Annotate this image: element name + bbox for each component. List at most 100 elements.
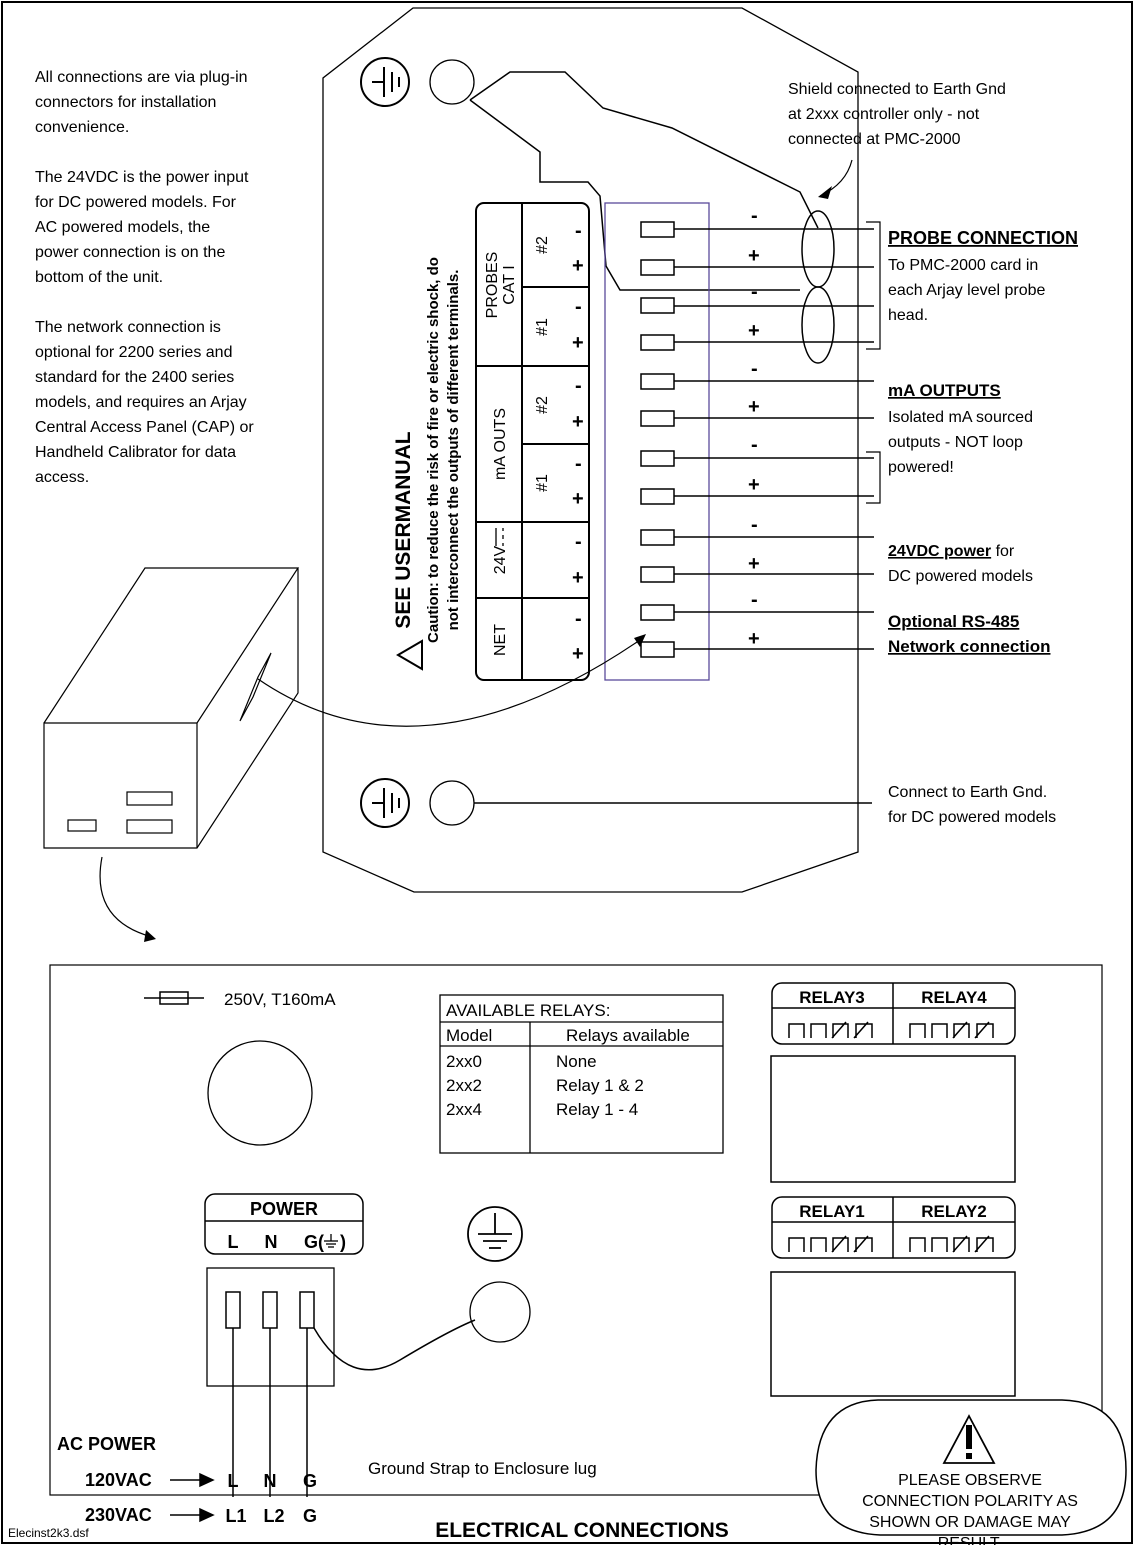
fuse-label: 250V, T160mA: [224, 990, 336, 1009]
earth-lug-bottom: [429, 780, 475, 826]
minus-sign: -: [751, 281, 758, 303]
ac-terminal: G: [303, 1506, 317, 1526]
net-label: NET: [492, 624, 509, 656]
relay-label: RELAY4: [921, 988, 987, 1007]
probes-label: PROBES: [484, 252, 501, 319]
warning-text: PLEASE OBSERVE: [898, 1472, 1042, 1489]
knockout-hole: [207, 1040, 313, 1146]
probes-label: CAT I: [501, 265, 518, 304]
bottom-panel: [49, 964, 1103, 1496]
intro-line: connectors for installation: [35, 94, 216, 111]
warning-text: RESULT.: [938, 1535, 1003, 1545]
plus-sign: +: [748, 245, 760, 267]
rs485-title: Optional RS-485: [888, 612, 1019, 631]
ac-terminal: G: [303, 1471, 317, 1491]
see-manual-text: SEE USERMANUAL: [392, 431, 415, 628]
shield-note: at 2xxx controller only - not: [788, 106, 980, 123]
plus-sign: +: [572, 332, 584, 354]
earth-lug-top: [429, 59, 475, 105]
dc-power-label: 24VDC power for: [888, 543, 1015, 560]
v24-label: 24V: [492, 545, 509, 574]
fuse-icon: [144, 991, 204, 1005]
power-n: N: [265, 1232, 278, 1252]
relays-table-cell: 2xx4: [446, 1100, 482, 1119]
relay-label: RELAY2: [921, 1202, 987, 1221]
ac-terminal: L1: [225, 1506, 246, 1526]
intro-line: All connections are via plug-in: [35, 69, 248, 86]
ma-outs-label: mA OUTS: [492, 408, 509, 480]
power-g-close: ): [340, 1232, 346, 1252]
warning-text: SHOWN OR DAMAGE MAY: [869, 1514, 1071, 1531]
intro-line: Central Access Panel (CAP) or: [35, 419, 254, 436]
intro-line: standard for the 2400 series: [35, 369, 234, 386]
relay-label: RELAY1: [799, 1202, 865, 1221]
warning-triangle-icon: [942, 1414, 996, 1464]
intro-line: The 24VDC is the power input: [35, 169, 249, 186]
enclosure-lug: [469, 1281, 531, 1343]
connector-strip: [604, 202, 710, 681]
minus-sign: -: [575, 453, 582, 475]
plus-sign: +: [748, 396, 760, 418]
curved-arrow: [257, 639, 641, 727]
minus-sign: -: [751, 514, 758, 536]
enclosure-plate: [322, 7, 859, 893]
probe-desc: head.: [888, 307, 928, 324]
plus-sign: +: [748, 474, 760, 496]
dc-power-suffix: for: [991, 543, 1015, 560]
relay-contact-icon: [909, 1021, 994, 1039]
minus-sign: -: [575, 220, 582, 242]
relays-table-cell: Relay 1 & 2: [556, 1076, 644, 1095]
shield-ellipse: [801, 286, 835, 364]
terminal-label-block: [475, 202, 590, 681]
relays-table-header: Model: [446, 1026, 492, 1045]
minus-sign: -: [751, 434, 758, 456]
relay-label: RELAY3: [799, 988, 865, 1007]
dc-power-desc: DC powered models: [888, 568, 1033, 585]
brackets: [866, 221, 881, 504]
intro-text: All connections are via plug-in connecto…: [35, 69, 254, 486]
probe-connection-title: PROBE CONNECTION: [888, 228, 1078, 248]
minus-sign: -: [575, 296, 582, 318]
minus-sign: -: [751, 205, 758, 227]
minus-sign: -: [575, 608, 582, 630]
plus-sign: +: [748, 320, 760, 342]
minus-sign: -: [575, 531, 582, 553]
terminal-number: #2: [534, 236, 551, 254]
ma-outputs-title: mA OUTPUTS: [888, 381, 1001, 400]
intro-line: power connection is on the: [35, 244, 225, 261]
earth-ground-icon: [467, 1206, 523, 1262]
relay-contact-icon: [788, 1235, 873, 1253]
minus-sign: -: [575, 375, 582, 397]
relay-contact-icon: [909, 1235, 994, 1253]
ac-power-title: AC POWER: [57, 1434, 156, 1454]
plus-sign: +: [572, 643, 584, 665]
plus-sign: +: [572, 411, 584, 433]
plus-sign: +: [748, 628, 760, 650]
controller-box-sketch: [43, 567, 300, 849]
relay-block-top: [770, 982, 1016, 1183]
relays-table-header: Relays available: [566, 1026, 690, 1045]
relays-table-cell: 2xx2: [446, 1076, 482, 1095]
minus-sign: -: [751, 589, 758, 611]
arrowhead-icon: [818, 186, 832, 199]
relays-table-cell: None: [556, 1052, 597, 1071]
probe-desc: each Arjay level probe: [888, 282, 1046, 299]
intro-line: The network connection is: [35, 319, 221, 336]
arrowhead-icon: [634, 634, 646, 647]
probe-desc: To PMC-2000 card in: [888, 257, 1038, 274]
plus-sign: +: [748, 553, 760, 575]
relay-contact-icon: [788, 1021, 873, 1039]
ac-terminal: L2: [263, 1506, 284, 1526]
power-terminal-label: [204, 1193, 364, 1255]
relays-table-cell: 2xx0: [446, 1052, 482, 1071]
file-name: Elecinst2k3.dsf: [8, 1526, 89, 1540]
relays-table: [439, 994, 724, 1154]
power-g: G(: [304, 1232, 324, 1252]
wire-polarity-signs: - + - + - + - + - + - +: [748, 205, 760, 650]
caution-text: Caution: to reduce the risk of fire or e…: [425, 257, 442, 643]
relays-table-cell: Relay 1 - 4: [556, 1100, 638, 1119]
arrowhead-icon: [144, 930, 156, 942]
earth-note: Connect to Earth Gnd.: [888, 784, 1047, 801]
terminal-polarity-signs: - + - + - + - + - + - +: [572, 220, 584, 665]
